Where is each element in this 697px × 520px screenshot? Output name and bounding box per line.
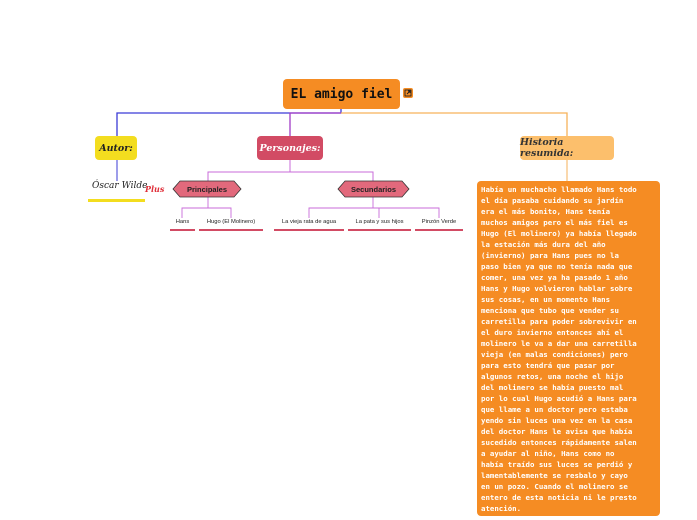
topic-personajes-label: Personajes: [259, 142, 321, 154]
root-node[interactable]: EL amigo fiel [283, 79, 400, 109]
leaf-pata-underline [348, 229, 411, 231]
root-title: EL amigo fiel [290, 86, 393, 102]
subtopic-secundarios[interactable]: Secundarios [338, 181, 409, 197]
author-underline [88, 199, 145, 202]
link-icon[interactable] [403, 88, 413, 98]
topic-autor[interactable]: Autor: [95, 136, 137, 160]
author-name[interactable]: Óscar Wilde [92, 181, 148, 191]
subtopic-principales[interactable]: Principales [173, 181, 241, 197]
leaf-vieja-rata-underline [274, 229, 344, 231]
topic-autor-label: Autor: [99, 142, 133, 154]
story-summary[interactable]: Había un muchacho llamado Hans todo el d… [477, 181, 660, 516]
branch-secundarios-items [308, 197, 440, 218]
leaf-pinzon-underline [415, 229, 463, 231]
subtopic-secundarios-label: Secundarios [350, 184, 396, 194]
leaf-hugo[interactable]: Hugo (El Molinero) [206, 219, 256, 225]
hex-principales [172, 180, 242, 198]
branch-personajes-sub [207, 160, 374, 181]
subtopic-principales-label: Principales [186, 184, 228, 194]
leaf-hugo-underline [199, 229, 263, 231]
author-plus-badge: Plus [145, 184, 165, 194]
leaf-vieja-rata[interactable]: La vieja rata de agua [281, 219, 337, 225]
branch-principales-items [181, 197, 232, 218]
branch-autor [116, 109, 342, 136]
branch-historia [341, 112, 568, 136]
leaf-hans-underline [170, 229, 195, 231]
branch-personajes [289, 112, 341, 136]
leaf-hans[interactable]: Hans [175, 219, 190, 225]
topic-historia[interactable]: Historia resumida: [520, 136, 614, 160]
leaf-pinzon[interactable]: Pinzón Verde [421, 219, 457, 225]
topic-historia-label: Historia resumida: [520, 137, 574, 159]
leaf-pata[interactable]: La pata y sus hijos [355, 219, 404, 225]
topic-personajes[interactable]: Personajes: [257, 136, 323, 160]
hex-secundarios [337, 180, 410, 198]
